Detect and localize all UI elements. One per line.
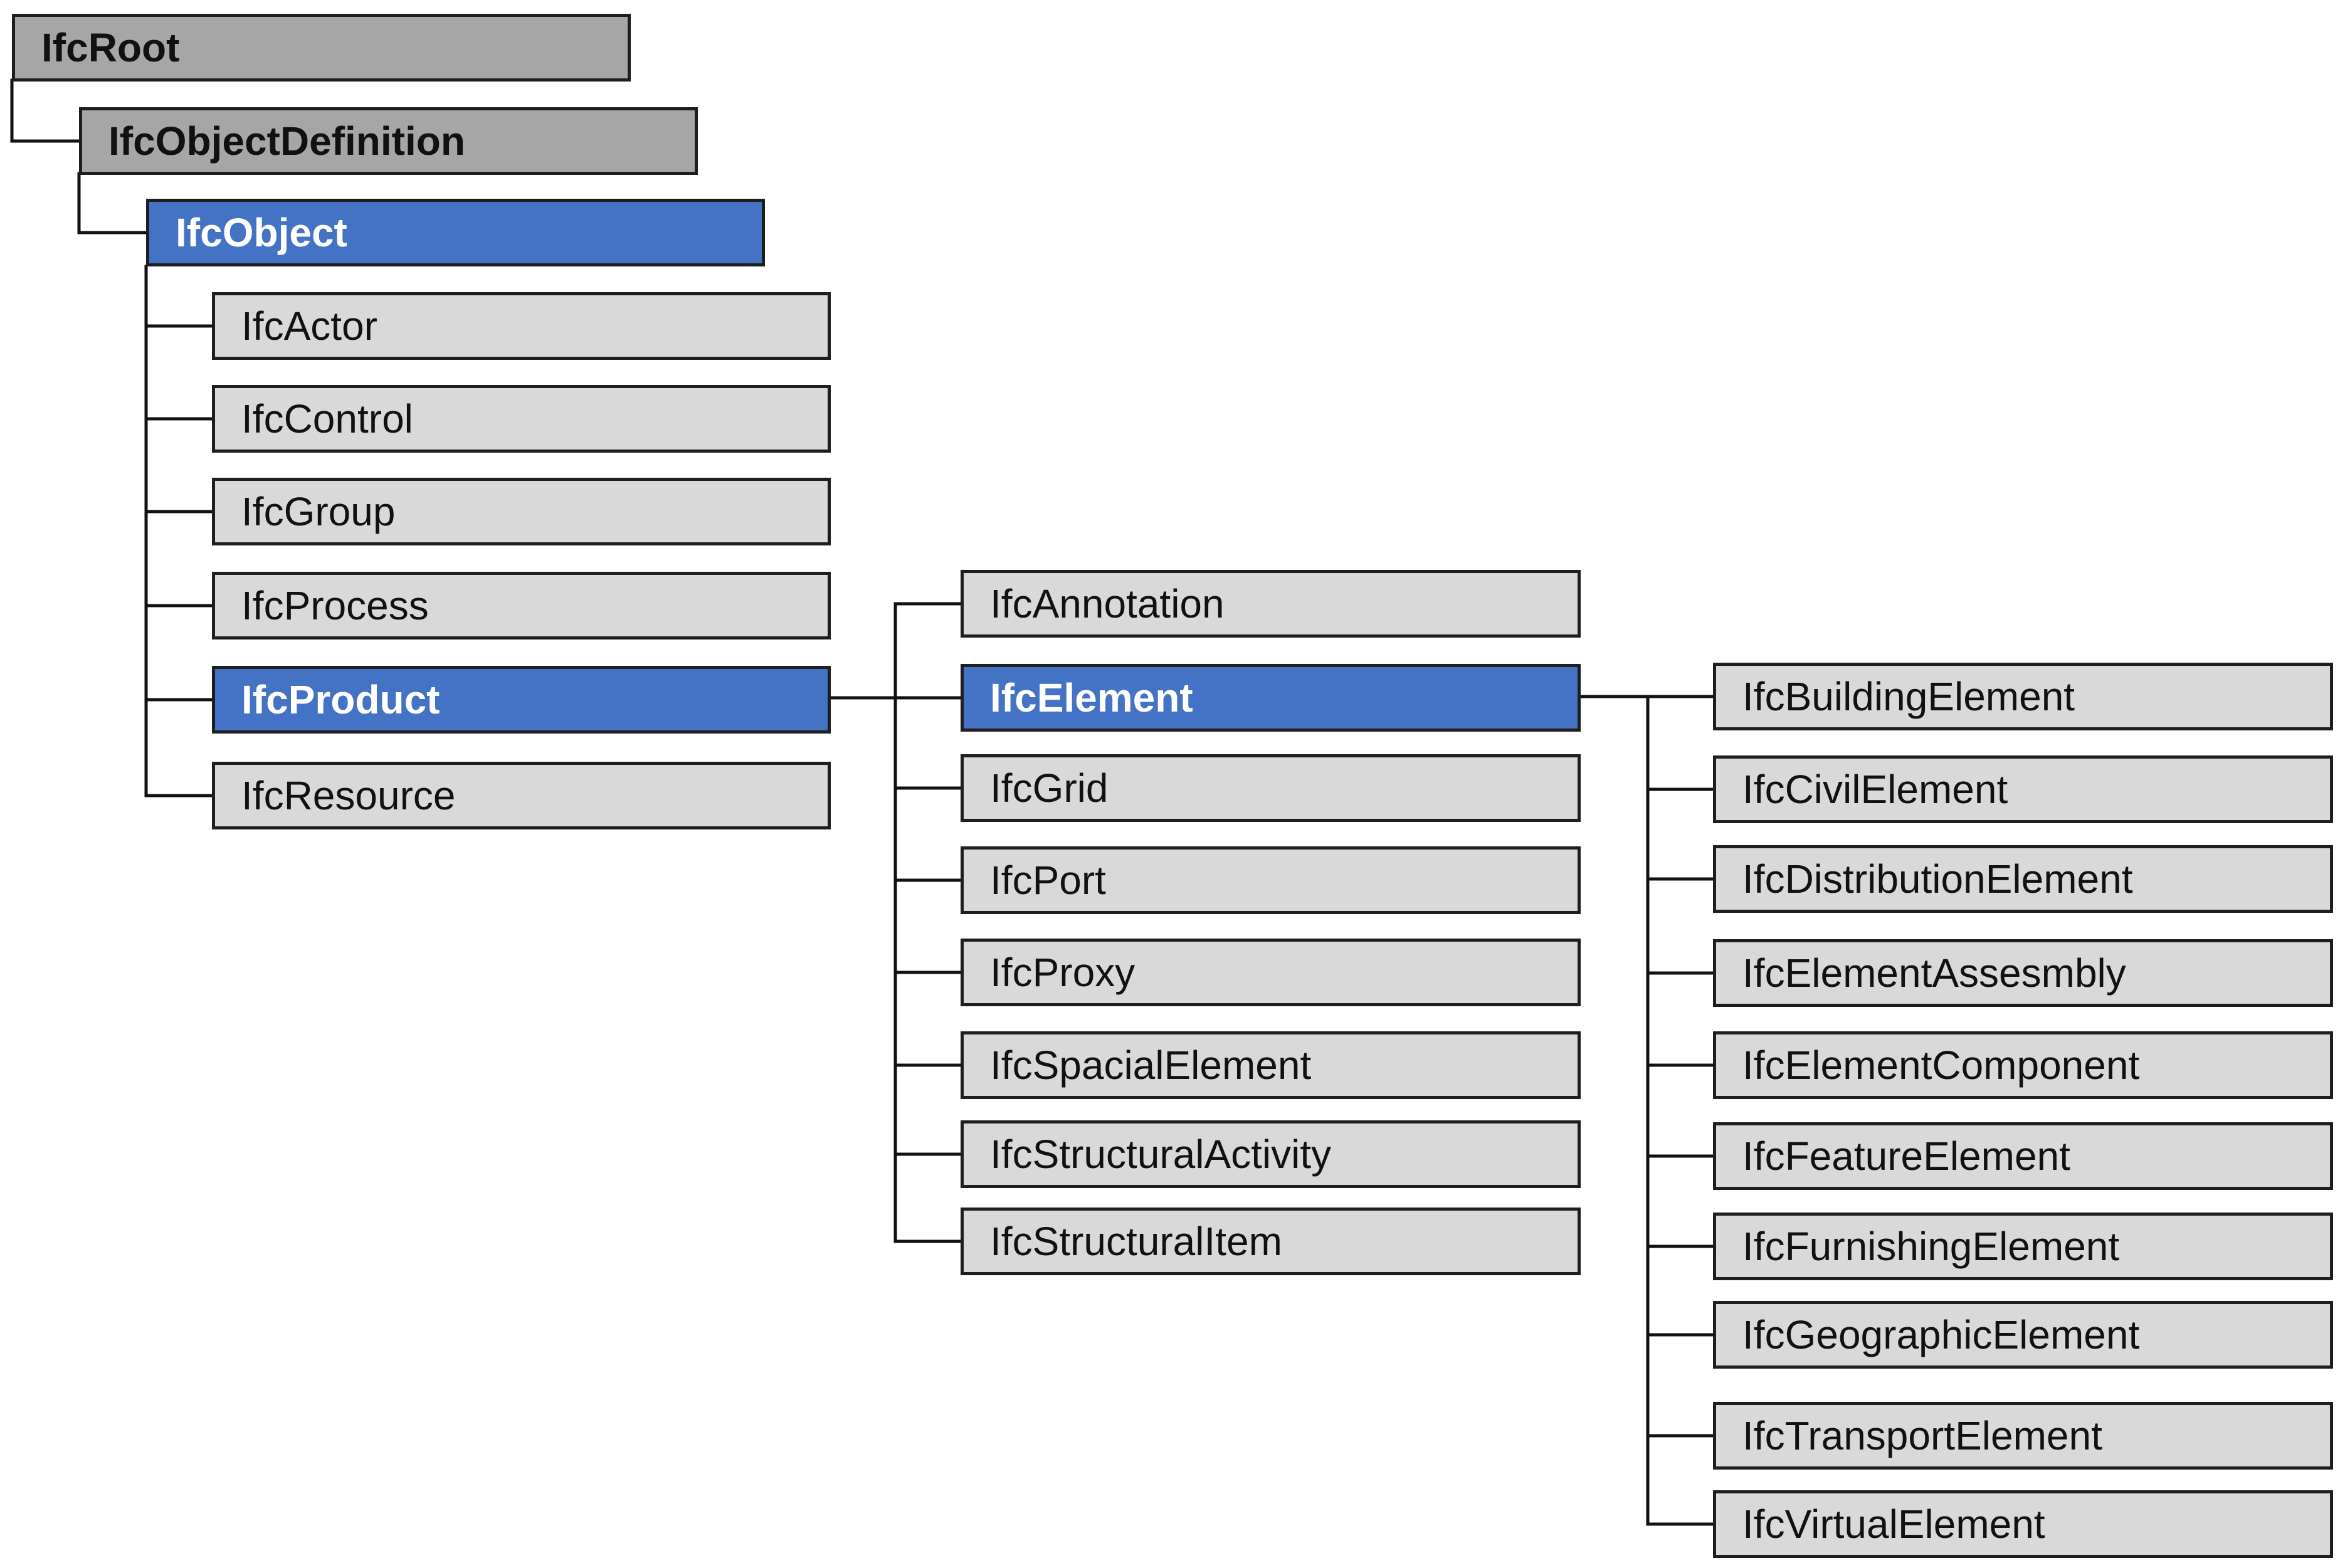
connector-root-to-objectdefinition — [10, 78, 81, 143]
node-ifcobjectdefinition: IfcObjectDefinition — [79, 107, 698, 175]
node-label: IfcCivilElement — [1742, 767, 2008, 812]
node-ifcresource: IfcResource — [212, 762, 831, 829]
node-ifcproduct: IfcProduct — [212, 666, 831, 734]
node-ifcstructuralactivity: IfcStructuralActivity — [961, 1120, 1581, 1188]
node-label: IfcObject — [176, 210, 347, 255]
node-ifcfeatureelement: IfcFeatureElement — [1713, 1122, 2333, 1190]
node-ifcelementassembly: IfcElementAssesmbly — [1713, 939, 2333, 1007]
node-ifcelementcomponent: IfcElementComponent — [1713, 1031, 2333, 1099]
node-ifcgroup: IfcGroup — [212, 478, 831, 545]
node-label: IfcResource — [241, 773, 456, 818]
node-ifcgrid: IfcGrid — [961, 754, 1581, 822]
node-label: IfcVirtualElement — [1742, 1502, 2045, 1547]
node-label: IfcBuildingElement — [1742, 674, 2075, 719]
node-ifcdistributionelement: IfcDistributionElement — [1713, 845, 2333, 913]
node-label: IfcStructuralActivity — [990, 1132, 1332, 1177]
node-label: IfcElementComponent — [1742, 1043, 2140, 1088]
node-label: IfcElement — [990, 675, 1193, 720]
node-label: IfcRoot — [41, 25, 180, 70]
node-label: IfcProxy — [990, 950, 1136, 995]
node-label: IfcGroup — [241, 489, 396, 534]
node-label: IfcStructuralItem — [990, 1219, 1282, 1264]
node-ifcactor: IfcActor — [212, 292, 831, 360]
connector-objectdefinition-to-object — [77, 172, 148, 234]
node-ifcelement: IfcElement — [961, 664, 1581, 732]
node-label: IfcSpacialElement — [990, 1043, 1312, 1088]
node-ifcannotation: IfcAnnotation — [961, 570, 1581, 638]
node-label: IfcFurnishingElement — [1742, 1224, 2120, 1269]
node-ifcgeographicelement: IfcGeographicElement — [1713, 1301, 2333, 1369]
node-label: IfcDistributionElement — [1742, 856, 2133, 902]
node-label: IfcTransportElement — [1742, 1413, 2102, 1458]
node-ifcproxy: IfcProxy — [961, 939, 1581, 1006]
node-label: IfcProduct — [241, 677, 440, 722]
node-label: IfcActor — [241, 303, 377, 349]
node-ifcspacialelement: IfcSpacialElement — [961, 1031, 1581, 1099]
node-ifcport: IfcPort — [961, 846, 1581, 914]
node-ifccivilelement: IfcCivilElement — [1713, 755, 2333, 823]
node-label: IfcAnnotation — [990, 581, 1225, 626]
node-ifctransportelement: IfcTransportElement — [1713, 1402, 2333, 1470]
node-ifcprocess: IfcProcess — [212, 572, 831, 639]
node-label: IfcControl — [241, 396, 413, 441]
node-label: IfcElementAssesmbly — [1742, 950, 2126, 996]
node-label: IfcGeographicElement — [1742, 1312, 2140, 1357]
node-ifcvirtualelement: IfcVirtualElement — [1713, 1490, 2333, 1558]
node-ifcbuildingelement: IfcBuildingElement — [1713, 663, 2333, 730]
node-ifcobject: IfcObject — [146, 199, 765, 266]
node-label: IfcObjectDefinition — [108, 118, 465, 164]
node-ifccontrol: IfcControl — [212, 385, 831, 453]
node-label: IfcFeatureElement — [1742, 1134, 2070, 1179]
node-ifcstructuralitem: IfcStructuralItem — [961, 1208, 1581, 1275]
node-label: IfcGrid — [990, 766, 1109, 811]
node-ifcfurnishingelement: IfcFurnishingElement — [1713, 1213, 2333, 1280]
node-label: IfcProcess — [241, 583, 429, 628]
node-label: IfcPort — [990, 858, 1106, 903]
node-ifcroot: IfcRoot — [12, 14, 631, 82]
